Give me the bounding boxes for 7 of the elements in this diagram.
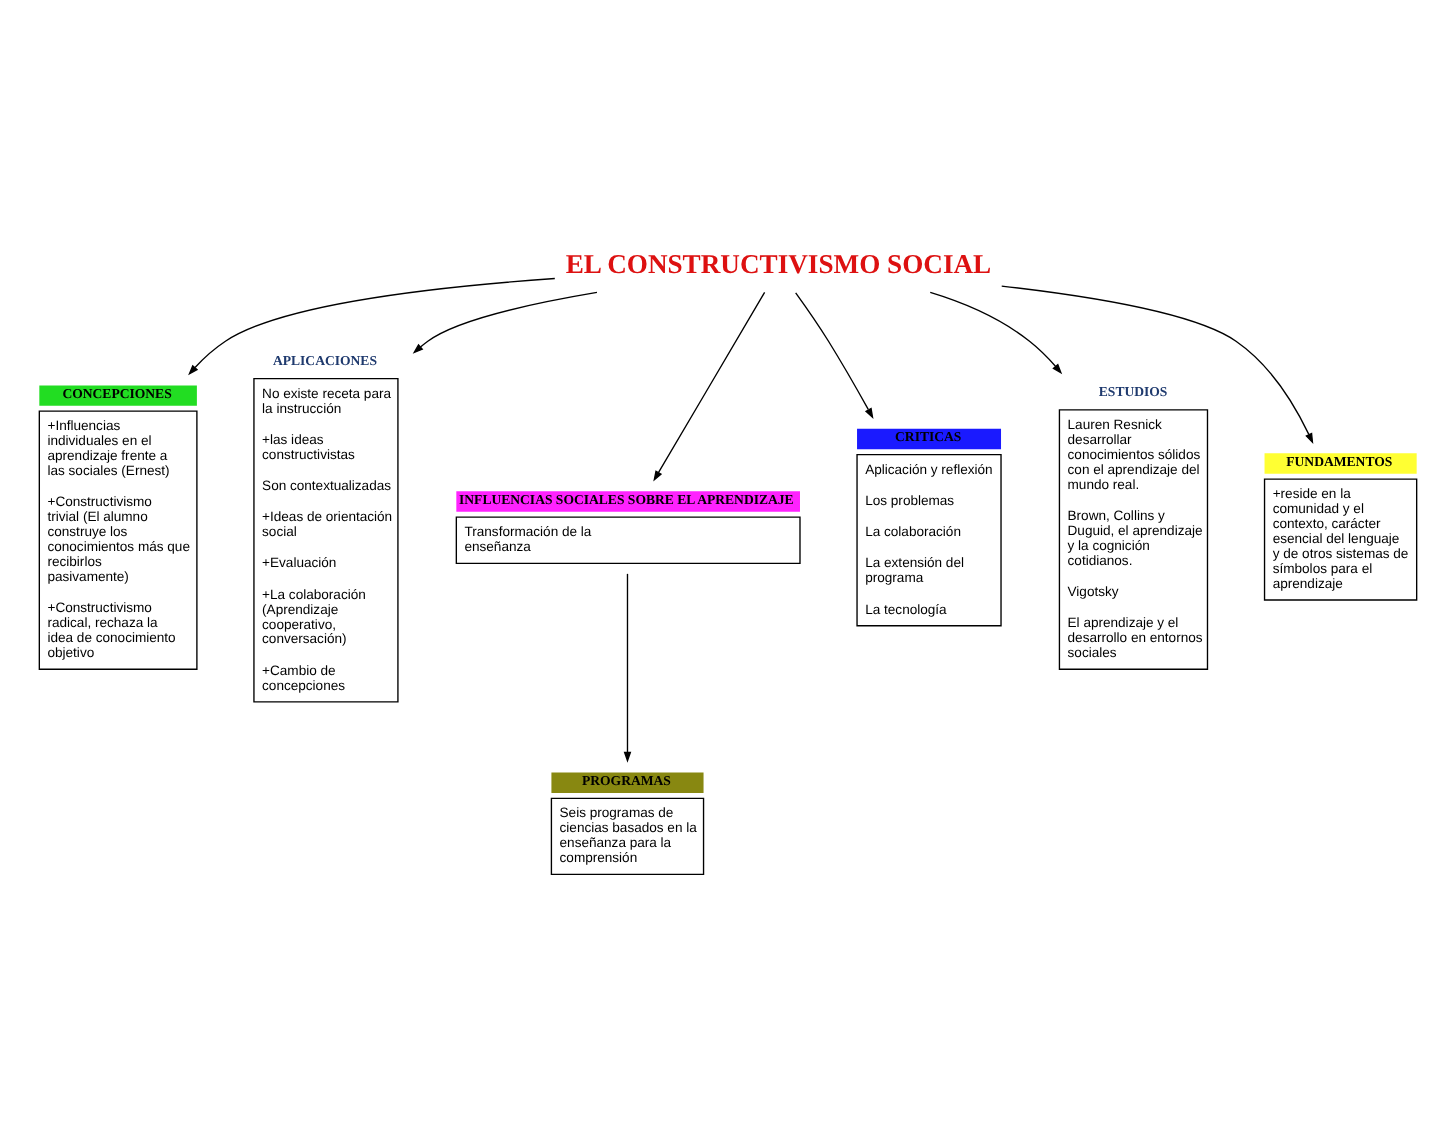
arrow (653, 290, 766, 481)
arrow (623, 572, 632, 762)
arrow (795, 291, 874, 418)
arrow (1001, 284, 1314, 443)
arrow (412, 290, 598, 353)
node-text: EL CONSTRUCTIVISMO SOCIAL (565, 248, 992, 279)
arrow (929, 290, 1063, 374)
